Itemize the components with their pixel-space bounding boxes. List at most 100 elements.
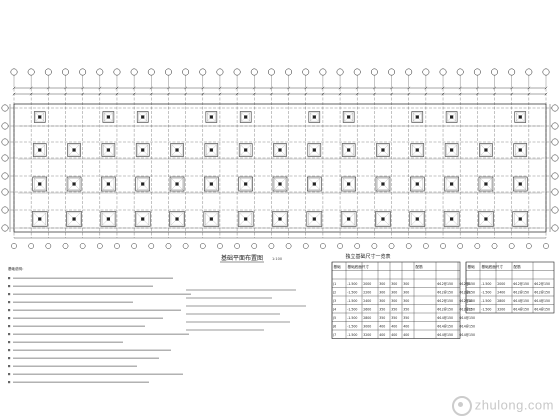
dimension-tick: [304, 86, 308, 90]
column-section: [72, 148, 76, 152]
dimension-lines: [9, 86, 551, 239]
footing-step: [68, 178, 80, 190]
note-bullet: [8, 373, 11, 376]
axis-bubble-top: [388, 68, 395, 76]
axis-bubble-bottom: [96, 243, 103, 249]
dimension-tick: [390, 92, 393, 96]
axis-bubble-top: [79, 68, 87, 76]
axis-bubble-top: [250, 68, 258, 76]
footing-step: [342, 212, 355, 226]
footing-step: [68, 144, 80, 156]
column-section: [518, 115, 522, 119]
dimension-tick: [98, 92, 102, 96]
note-bullet: [8, 285, 11, 288]
axis-bubble-bottom: [182, 243, 189, 249]
table-cell: 300: [403, 282, 409, 286]
footing: [205, 111, 218, 123]
table-cell: -1.500: [347, 316, 357, 320]
dimension-tick: [458, 86, 462, 90]
footing-step: [445, 212, 458, 226]
table2-header-cell: 基础: [468, 264, 476, 269]
footing-step: [274, 178, 286, 190]
column-section: [415, 148, 419, 152]
note-bullet: [8, 341, 11, 344]
axis-bubble-bottom: [354, 243, 361, 249]
column-section: [450, 115, 454, 119]
axis-bubble-top: [422, 68, 430, 76]
dimension-tick: [424, 86, 428, 90]
note-bullet: [8, 309, 11, 312]
axis-bubble-bottom: [268, 243, 275, 249]
axis-bubble-top: [353, 68, 361, 76]
footing: [102, 111, 115, 123]
axis-bubble-right: [551, 206, 559, 214]
table-cell: Φ14@150: [459, 325, 475, 329]
footing: [512, 176, 528, 192]
dimension-tick: [390, 86, 393, 90]
dimension-tick: [527, 86, 531, 90]
footing-step: [412, 144, 423, 156]
footing: [135, 143, 150, 157]
axis-bubble-top: [491, 68, 498, 76]
footing: [445, 111, 458, 123]
column-section: [175, 217, 179, 221]
column-section: [72, 217, 76, 221]
axis-bubble-bottom: [371, 243, 378, 249]
axis-bubble-top: [199, 68, 207, 76]
axis-bubble-left: [1, 188, 9, 196]
footing-step: [239, 212, 252, 226]
column-section: [38, 115, 42, 119]
footing-step: [376, 212, 390, 226]
dimension-tick: [338, 86, 342, 90]
table-cell: 300: [403, 291, 409, 295]
column-section: [209, 217, 213, 221]
footing: [66, 176, 82, 192]
axis-bubble-bottom: [165, 243, 172, 249]
dimension-tick: [201, 86, 205, 90]
footing: [169, 176, 185, 192]
note-bullet: [8, 357, 11, 360]
dimension-tick: [132, 92, 136, 96]
footing: [479, 143, 493, 157]
note-bullet: [8, 349, 11, 352]
footing-step: [274, 144, 286, 156]
dimension-tick: [407, 92, 411, 96]
axis-bubble-right: [551, 188, 559, 196]
table2-cell: J8: [466, 282, 470, 286]
table-cell: 400: [403, 325, 409, 329]
foundation-outline: [13, 103, 547, 233]
footing: [478, 176, 494, 192]
column-section: [278, 182, 282, 186]
axis-bubble-bottom: [302, 243, 309, 249]
schedule-title: 独立基础尺寸一览表: [345, 253, 390, 260]
table-cell: Φ12@150: [437, 308, 453, 312]
axis-bubble-bottom: [217, 243, 223, 249]
column-section: [209, 182, 213, 186]
footing: [100, 211, 117, 227]
table2-cell: Φ14@150: [513, 299, 529, 303]
footing-step: [33, 212, 46, 226]
axis-bubble-left: [1, 122, 9, 130]
footing: [410, 143, 425, 157]
dimension-tick: [115, 92, 119, 96]
dimension-tick: [167, 92, 170, 96]
column-section: [141, 182, 145, 186]
footing-step: [171, 144, 183, 156]
footing: [32, 143, 47, 157]
table-cell: J5: [332, 316, 336, 320]
table-cell: -1.500: [347, 333, 357, 337]
footing: [204, 176, 219, 192]
dimension-tick: [29, 86, 33, 90]
plan-title: 基础平面布置图: [221, 254, 263, 262]
footing-step: [241, 112, 250, 122]
table-cell: Φ12@150: [437, 299, 453, 303]
footing-step: [35, 112, 44, 122]
dimension-tick: [441, 92, 445, 96]
table-cell: 300: [403, 299, 409, 303]
table-cell: 350: [391, 308, 397, 312]
table2-cell: 3200: [497, 308, 505, 312]
dimension-tick: [235, 86, 239, 90]
footing-step: [102, 178, 115, 190]
axis-bubble-top: [302, 68, 310, 76]
